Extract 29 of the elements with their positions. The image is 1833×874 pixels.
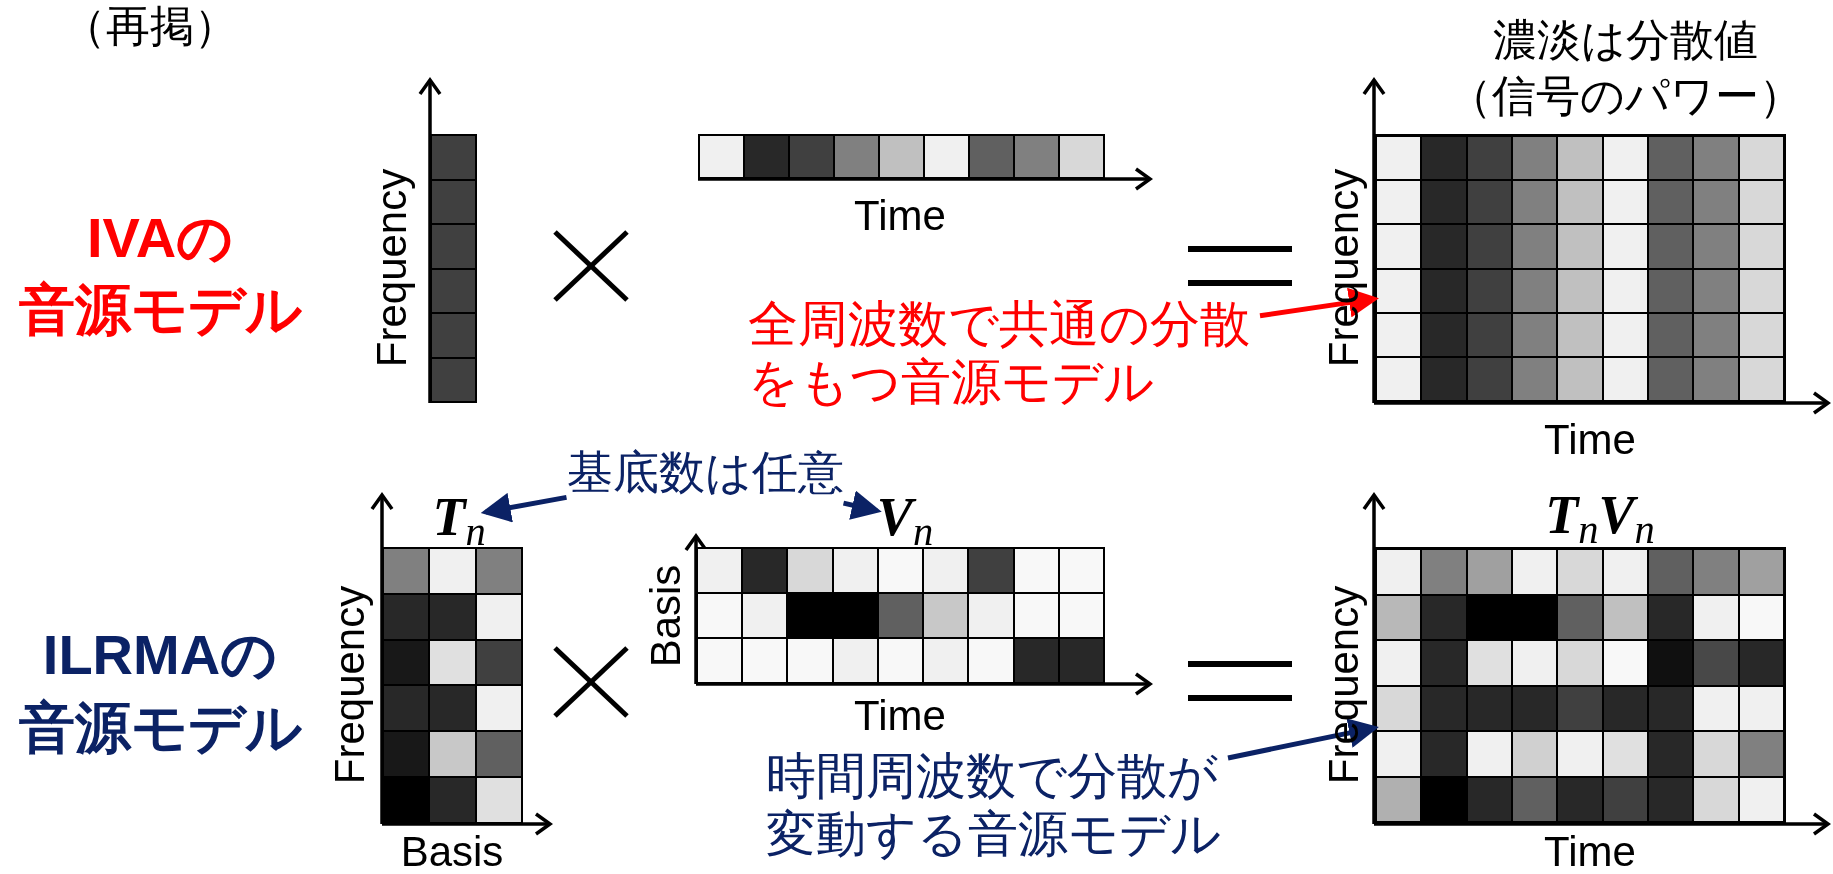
note-text: （再掲）: [62, 4, 238, 48]
axis-label: Frequency: [1323, 585, 1365, 785]
heatmap-grid: [1374, 134, 1786, 403]
arrow: [842, 490, 882, 520]
annotation-text: 全周波数で共通の分散をもつ音源モデル: [748, 296, 1260, 411]
note-text: 濃淡は分散値: [1492, 18, 1758, 62]
axis-label: Frequency: [371, 168, 413, 368]
axis-label: Frequency: [1323, 168, 1365, 368]
axis-label: Basis: [645, 564, 687, 668]
axis-label: Time: [1544, 831, 1636, 873]
arrow: [480, 492, 567, 523]
model-title: IVAの: [86, 210, 234, 266]
arrow: [1259, 287, 1379, 319]
matrix-label: V$_{n}$: [876, 476, 934, 558]
axis-label: Time: [854, 195, 946, 237]
note-text: （信号のパワー）: [1447, 74, 1803, 118]
heatmap-grid: [1374, 547, 1786, 824]
annotation-text: 時間周波数で分散が変動する音源モデル: [766, 748, 1228, 863]
model-title: 音源モデル: [18, 700, 302, 756]
matrix-label: T$_{n}$V$_{n}$: [1545, 488, 1655, 542]
axis-label: Time: [854, 695, 946, 737]
axis-label: Time: [1544, 419, 1636, 461]
annotation-text: 基底数は任意: [566, 437, 844, 507]
axis-label: Basis: [400, 831, 504, 873]
arrow: [1227, 718, 1379, 761]
model-title: 音源モデル: [18, 282, 302, 338]
model-title: ILRMAの: [42, 627, 278, 683]
axis-label: Frequency: [329, 585, 371, 785]
matrix-label: T$_{n}$: [432, 476, 486, 558]
